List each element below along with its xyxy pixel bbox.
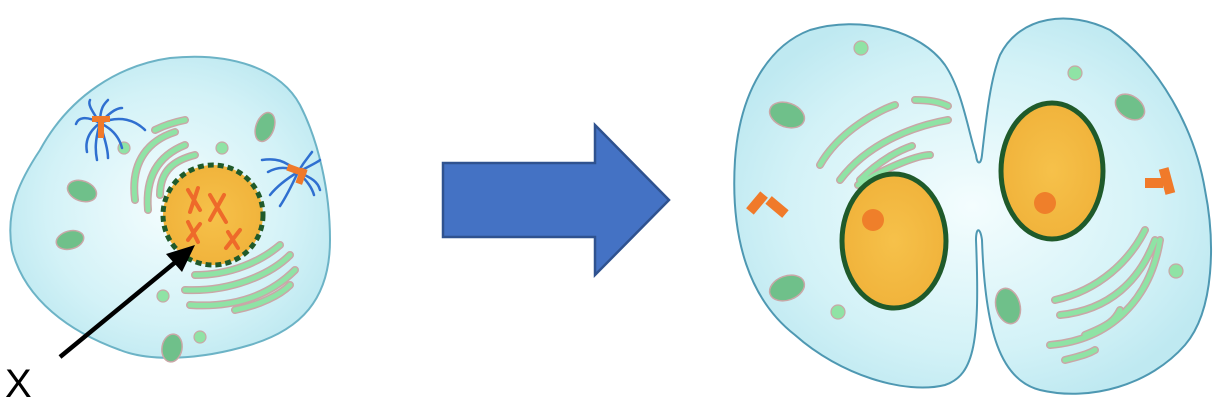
daughter-left-nucleus <box>839 171 949 311</box>
daughter-centrioles <box>746 167 1176 218</box>
daughter-right-nucleus <box>998 100 1106 242</box>
centrosome-upper-left <box>74 98 147 162</box>
chromosomes <box>186 186 242 250</box>
daughter-cells-membrane <box>733 17 1212 395</box>
daughter-mitochondria <box>768 93 1146 325</box>
daughter-cells <box>733 17 1212 395</box>
nucleolus <box>1034 192 1056 214</box>
centriole <box>92 116 110 122</box>
daughter-vesicles <box>830 40 1184 320</box>
transition-arrow-icon <box>441 121 671 279</box>
label-x: X <box>5 362 32 406</box>
pointer-arrow <box>58 245 195 359</box>
nuclear-envelope-dashed <box>160 162 266 268</box>
nucleus <box>160 162 266 268</box>
parent-cell <box>9 55 332 363</box>
nucleolus <box>862 209 884 231</box>
centriole <box>98 120 104 138</box>
mitochondria <box>55 111 276 363</box>
centrosome-right <box>260 150 322 208</box>
